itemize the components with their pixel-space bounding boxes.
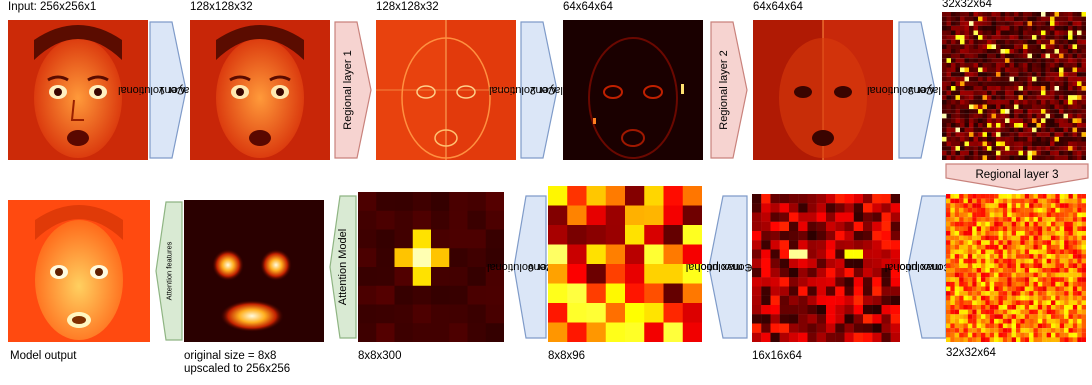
features-note-line-1: original size = 8x8 (184, 350, 277, 362)
conv-layer-2-arrow (519, 20, 559, 160)
conv-layer-1-arrow (148, 20, 188, 160)
reg2-output-feature-map (753, 20, 893, 160)
conv1-output-face-image (190, 20, 330, 160)
attention-out-heatmap (358, 192, 504, 342)
input-size-label: Input: 256x256x1 (8, 1, 97, 13)
conv2-output-size-label: 64x64x64 (563, 1, 613, 13)
conv-layer-6-arrow (512, 194, 548, 340)
conv2-output-feature-map (563, 20, 703, 160)
attention-model-arrow (328, 194, 358, 340)
attention-model-label: Attention Model (337, 228, 349, 306)
reg2-output-size-label: 64x64x64 (753, 1, 803, 13)
regional-layer-3-arrow (944, 162, 1090, 192)
regional-layer-3-label: Regional layer 3 (975, 169, 1059, 181)
conv5-output-heatmap (752, 194, 900, 342)
regional-layer-1-arrow (333, 20, 373, 160)
conv-layer-5-arrow (707, 194, 749, 340)
attention-out-size-label: 8x8x300 (358, 350, 402, 362)
conv3-output-feature-map (942, 12, 1086, 160)
reg1-output-size-label: 128x128x32 (376, 1, 439, 13)
model-output-label: Model output (10, 350, 77, 362)
reg1-output-edge-map (376, 20, 516, 160)
conv-layer-3-arrow (897, 20, 937, 160)
regional-layer-1-label: Regional layer 1 (342, 50, 354, 130)
attention-features-label: Attention features (164, 241, 174, 301)
regional-layer-2-label: Regional layer 2 (718, 50, 730, 130)
regional-layer-2-arrow (709, 20, 749, 160)
conv6-output-size-label: 8x8x96 (548, 350, 586, 362)
conv5-output-size-label: 16x16x64 (752, 350, 802, 362)
conv4-output-size-label: 32x32x64 (946, 347, 996, 359)
conv4-output-heatmap (946, 194, 1086, 342)
input-face-image (8, 20, 148, 160)
conv6-output-heatmap (548, 186, 702, 342)
attention-features-arrow (154, 200, 184, 342)
model-output-face-image (8, 200, 150, 342)
features-note-line-2: upscaled to 256x256 (184, 363, 291, 375)
conv1-output-size-label: 128x128x32 (190, 1, 253, 13)
attention-heatmap-upscaled (184, 200, 324, 342)
conv3-output-size-label: 32x32x64 (942, 0, 992, 10)
